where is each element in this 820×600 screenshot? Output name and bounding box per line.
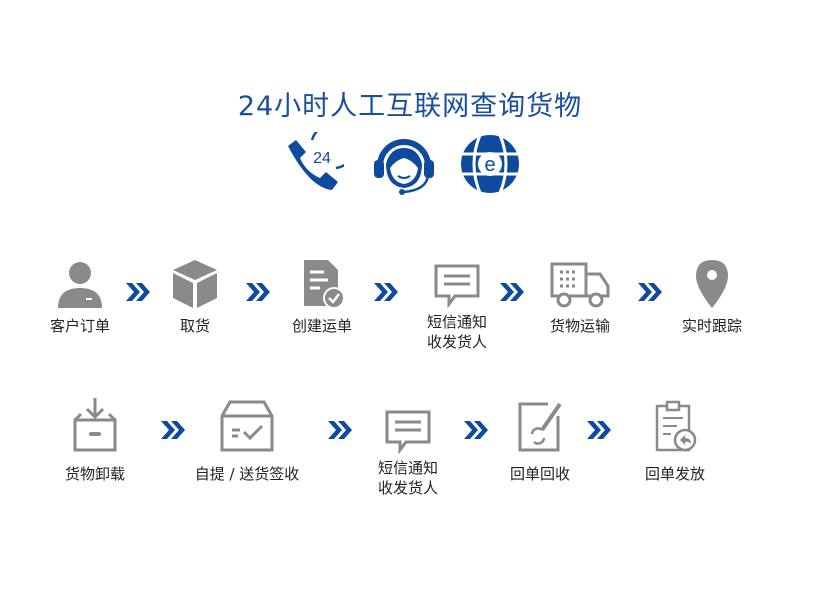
unload-box-icon	[73, 398, 117, 452]
truck-icon	[550, 262, 610, 308]
chevron-right-icon	[374, 283, 398, 301]
step-transport: 货物运输	[515, 258, 645, 336]
step-label: 回单回收	[509, 465, 570, 483]
step-sms-notify: 短信通知收发货人	[392, 258, 522, 352]
step-customer-order: 客户订单	[15, 258, 145, 336]
document-check-icon	[304, 260, 345, 309]
globe-e-text: e	[484, 154, 495, 176]
chevron-right-icon	[587, 421, 611, 439]
step-label: 回单发放	[644, 465, 705, 483]
message-icon	[434, 264, 480, 309]
step-label: 货物运输	[549, 317, 610, 335]
page-title: 24小时人工互联网查询货物	[237, 91, 583, 122]
chevron-right-icon	[126, 283, 150, 301]
chevron-right-icon	[161, 421, 185, 439]
globe-e-icon: e	[461, 134, 519, 194]
step-receipt-issue: 回单发放	[610, 400, 740, 484]
chevron-right-icon	[328, 421, 352, 439]
step-pickup: 取货	[130, 258, 260, 336]
phone-24-icon: 24	[288, 132, 344, 190]
chevron-right-icon	[638, 283, 662, 301]
customer-icon	[58, 262, 102, 308]
headset-agent-icon	[374, 139, 434, 195]
chevron-right-icon	[464, 421, 488, 439]
step-pickup-or-delivery-sign: 自提 / 送货签收	[182, 396, 312, 484]
step-label: 实时跟踪	[681, 317, 742, 335]
chevron-right-icon	[500, 283, 524, 301]
step-label: 自提 / 送货签收	[194, 465, 300, 483]
step-label: 短信通知收发货人	[377, 459, 438, 497]
step-receipt-recovery: 回单回收	[475, 400, 605, 484]
step-unload: 货物卸载	[30, 396, 160, 484]
step-label: 货物卸载	[64, 465, 125, 483]
step-create-waybill: 创建运单	[257, 258, 387, 336]
message-icon	[385, 410, 431, 455]
step-label: 客户订单	[49, 317, 110, 335]
phone-24-text: 24	[313, 150, 331, 167]
step-sms-notify-2: 短信通知收发货人	[343, 404, 473, 498]
box-icon	[173, 260, 217, 308]
chevron-right-icon	[246, 283, 270, 301]
clipboard-return-icon	[655, 400, 697, 452]
location-pin-icon	[696, 260, 728, 308]
delivery-box-check-icon	[220, 400, 274, 452]
step-label: 创建运单	[291, 317, 352, 335]
receipt-edit-icon	[518, 402, 562, 452]
step-label: 取货	[179, 317, 210, 335]
step-label: 短信通知收发货人	[426, 313, 487, 351]
step-realtime-tracking: 实时跟踪	[647, 258, 777, 336]
